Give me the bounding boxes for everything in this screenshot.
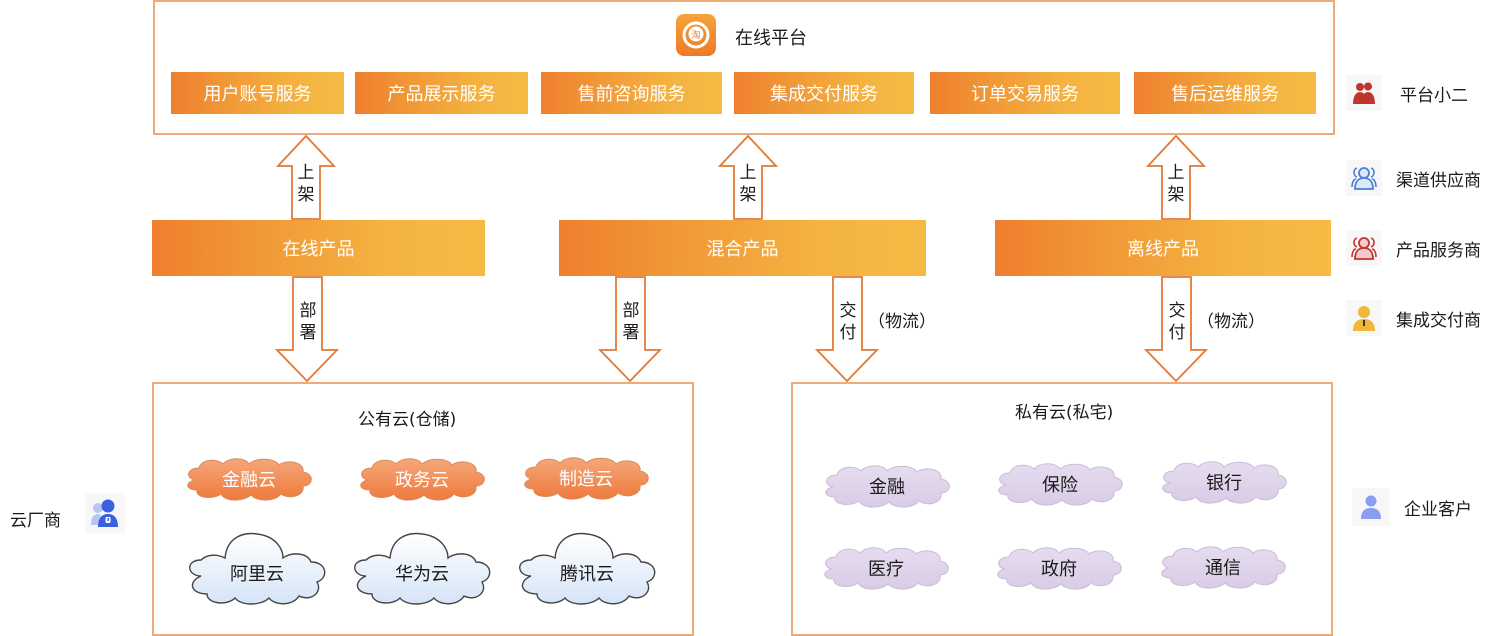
label-listing-offline: 上架 [1167, 163, 1185, 205]
role-product-service-provider-label: 产品服务商 [1396, 240, 1481, 261]
label-deliver-hybrid: 交付 [839, 301, 857, 343]
cloud-sector-medical-label: 医疗 [868, 559, 904, 580]
role-integration-deliverer-label: 集成交付商 [1396, 310, 1481, 331]
product-offline[interactable]: 离线产品 [995, 220, 1331, 276]
label-logistics-offline: （物流） [1197, 312, 1265, 332]
cloud-sector-bank-label: 银行 [1206, 473, 1242, 494]
role-channel-supplier-label: 渠道供应商 [1396, 170, 1481, 191]
role-enterprise-customer: 企业客户 [1352, 488, 1472, 526]
arrow-down-offline-deliver [1143, 276, 1209, 383]
role-integration-deliverer: 集成交付商 [1346, 300, 1481, 336]
person-tie-icon [1346, 300, 1382, 336]
label-deliver-offline: 交付 [1168, 301, 1186, 343]
public-cloud-title: 公有云(仓储) [358, 410, 457, 430]
cloud-vendor-huawei-label: 华为云 [395, 564, 449, 585]
role-cloud-vendor-label: 云厂商 [10, 511, 61, 531]
cloud-vendor-aliyun-label: 阿里云 [230, 564, 284, 585]
cloud-manufacturing-label: 制造云 [559, 469, 613, 490]
arrow-down-hybrid-deploy [597, 276, 663, 383]
platform-title: 在线平台 [735, 28, 807, 49]
arrow-up-offline [1145, 134, 1207, 220]
service-presales-consult[interactable]: 售前咨询服务 [541, 72, 722, 114]
staff-pair-icon [1346, 75, 1382, 111]
svg-text:淘: 淘 [691, 29, 700, 41]
cloud-vendor-tencent[interactable]: 腾讯云 [512, 530, 662, 608]
cloud-vendor-aliyun[interactable]: 阿里云 [183, 530, 331, 608]
cloud-sector-finance[interactable]: 金融 [821, 463, 953, 509]
cloud-finance[interactable]: 金融云 [183, 456, 315, 502]
taobao-logo-icon: 淘 [676, 14, 716, 56]
cloud-sector-medical[interactable]: 医疗 [820, 545, 952, 591]
service-aftersales-ops[interactable]: 售后运维服务 [1134, 72, 1316, 114]
cloud-sector-insurance[interactable]: 保险 [994, 461, 1126, 507]
cloud-sector-telecom[interactable]: 通信 [1157, 544, 1289, 590]
role-platform-staff-label: 平台小二 [1400, 85, 1468, 106]
role-channel-supplier: 渠道供应商 [1346, 160, 1481, 196]
cloud-vendor-huawei[interactable]: 华为云 [347, 530, 497, 608]
arrow-down-online-deploy [274, 276, 340, 383]
service-integration-delivery[interactable]: 集成交付服务 [734, 72, 914, 114]
product-online[interactable]: 在线产品 [152, 220, 485, 276]
role-enterprise-customer-label: 企业客户 [1404, 499, 1472, 520]
cloud-vendor-tencent-label: 腾讯云 [560, 564, 614, 585]
role-product-service-provider: 产品服务商 [1346, 230, 1481, 266]
private-cloud-frame [791, 382, 1333, 636]
cloud-sector-bank[interactable]: 银行 [1158, 459, 1290, 505]
cloud-sector-government[interactable]: 政府 [993, 545, 1125, 591]
service-user-account[interactable]: 用户账号服务 [171, 72, 344, 114]
cloud-sector-finance-label: 金融 [869, 477, 905, 498]
service-order-trading[interactable]: 订单交易服务 [930, 72, 1120, 114]
cloud-sector-government-label: 政府 [1041, 559, 1077, 580]
person-icon [1352, 488, 1390, 526]
cloud-sector-telecom-label: 通信 [1205, 558, 1241, 579]
role-platform-staff: 平台小二 [1346, 75, 1468, 111]
cloud-government[interactable]: 政务云 [356, 456, 488, 502]
product-hybrid[interactable]: 混合产品 [559, 220, 926, 276]
cloud-government-label: 政务云 [395, 470, 449, 491]
cloud-finance-label: 金融云 [222, 470, 276, 491]
private-cloud-title: 私有云(私宅) [1015, 403, 1114, 423]
arrow-up-hybrid [717, 134, 779, 220]
group-icon [1346, 230, 1382, 266]
cloud-sector-insurance-label: 保险 [1042, 475, 1078, 496]
label-logistics-hybrid: （物流） [868, 312, 936, 332]
cloud-manufacturing[interactable]: 制造云 [520, 455, 652, 501]
label-deploy-hybrid: 部署 [622, 301, 640, 343]
group-icon [1346, 160, 1382, 196]
arrow-down-hybrid-deliver [814, 276, 880, 383]
service-product-display[interactable]: 产品展示服务 [355, 72, 528, 114]
label-deploy-online: 部署 [299, 301, 317, 343]
person-badge-icon [85, 493, 125, 533]
label-listing-hybrid: 上架 [739, 163, 757, 205]
label-listing-online: 上架 [297, 163, 315, 205]
arrow-up-online [275, 134, 337, 220]
